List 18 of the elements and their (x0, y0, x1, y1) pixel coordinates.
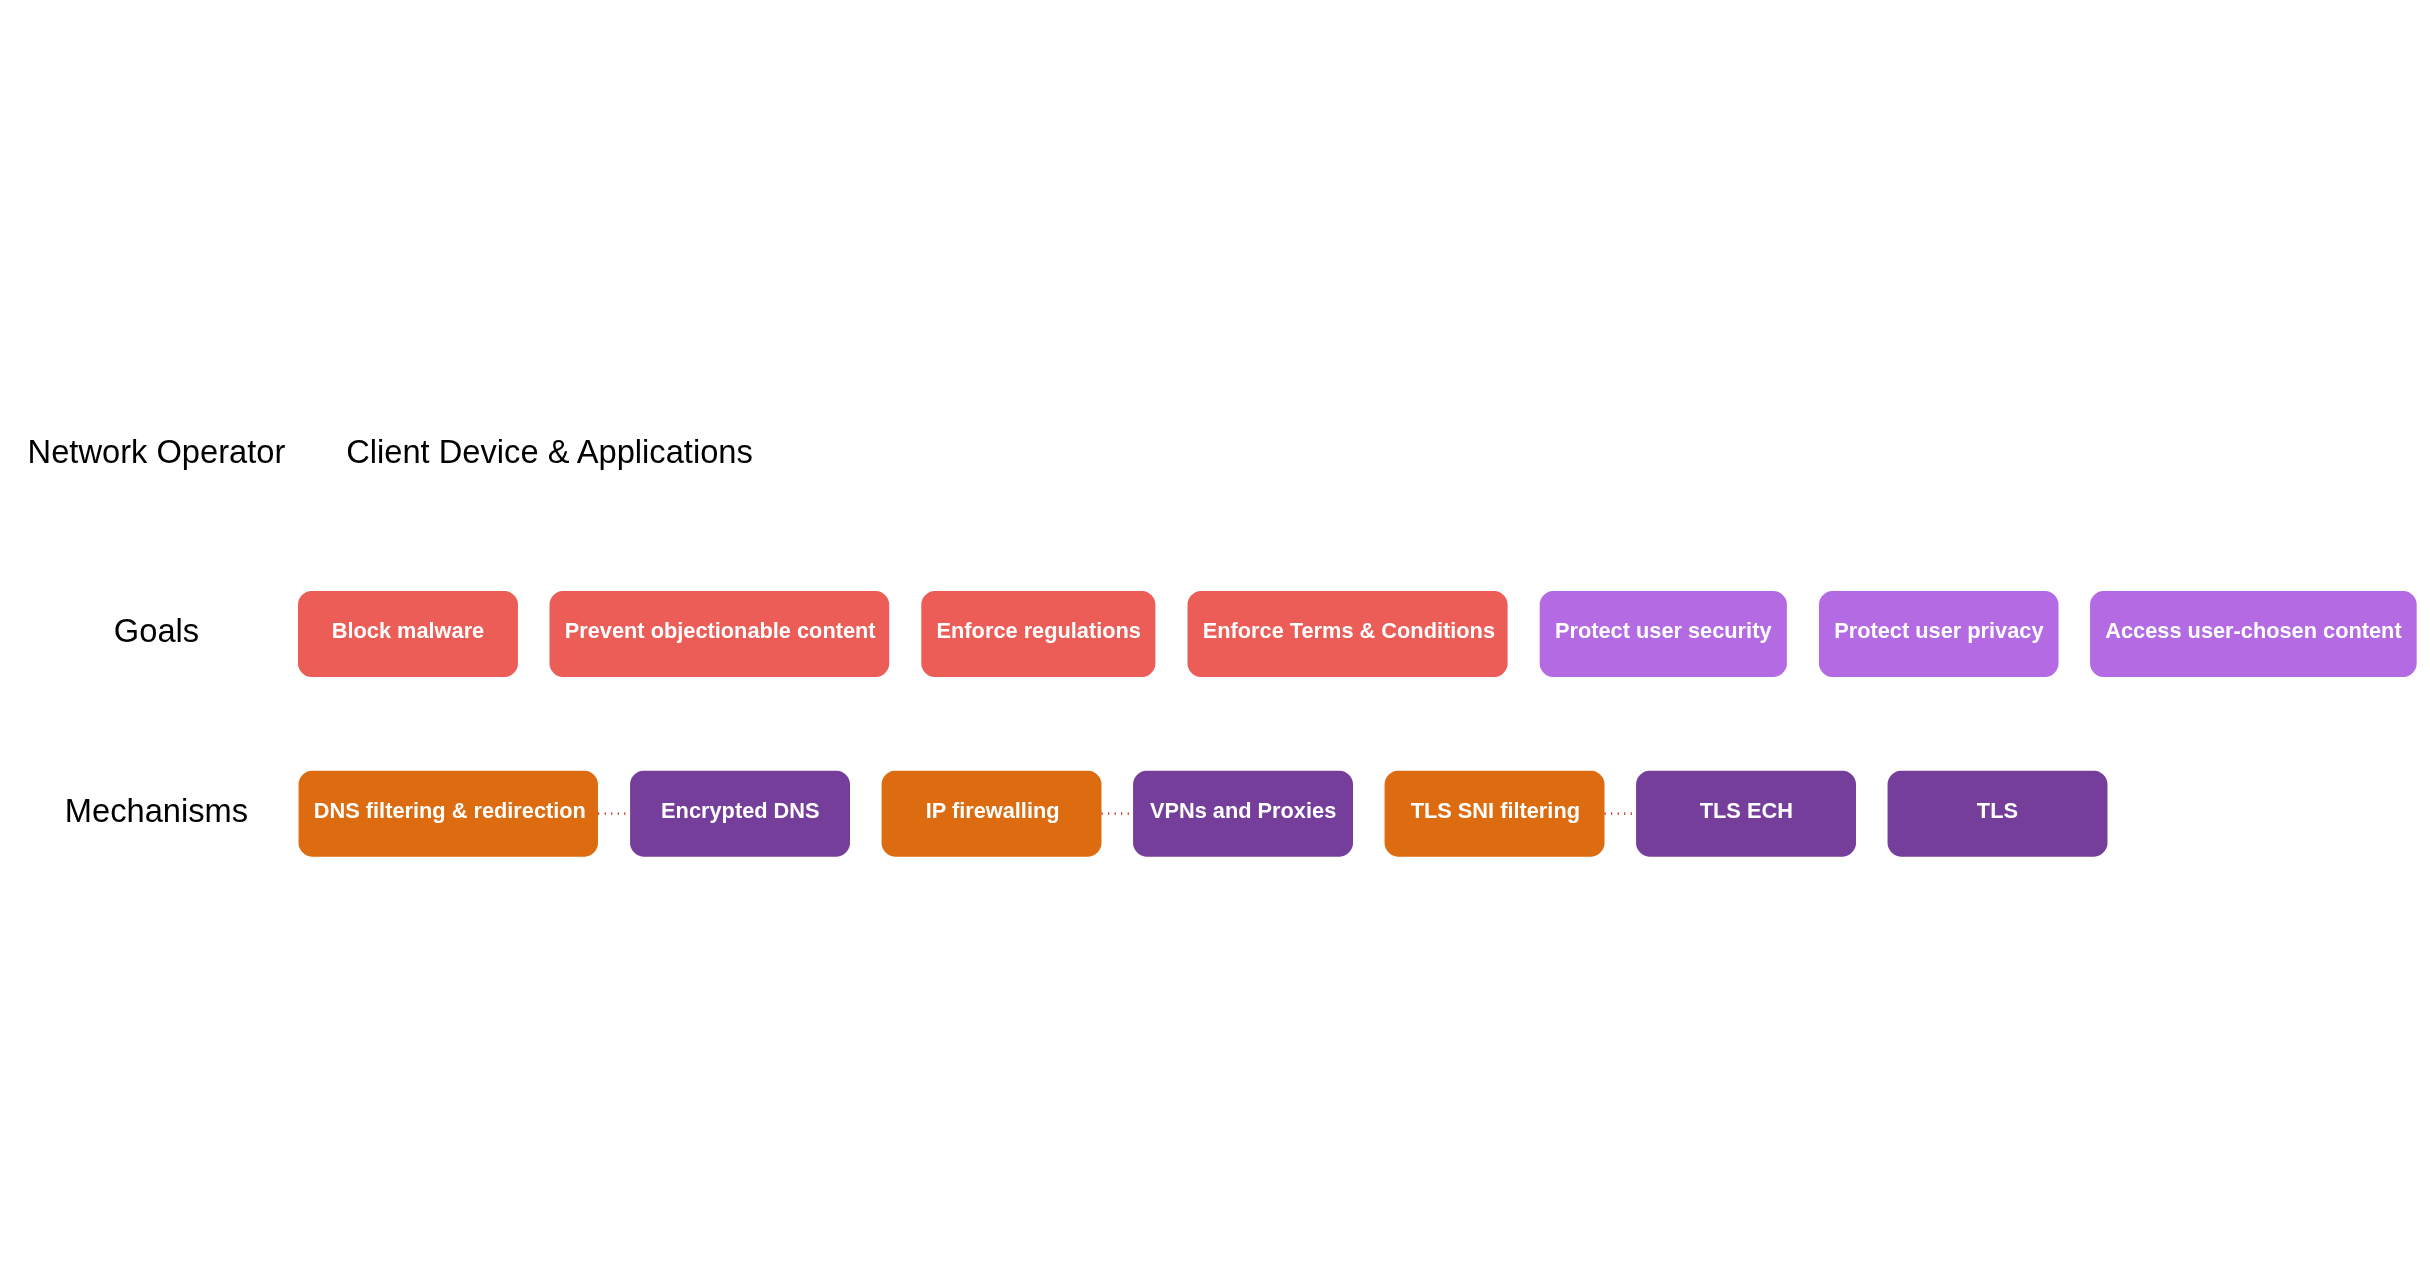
node-box: TLS SNI filtering (1384, 770, 1605, 857)
node-box: VPNs and Proxies (1133, 770, 1353, 857)
label: Goals (113, 611, 200, 649)
node-box: IP firewalling (881, 770, 1102, 857)
node-box: Block malware (298, 590, 518, 677)
node-box: Prevent objectionable content (549, 590, 890, 677)
node-box: DNS filtering & redirection (298, 770, 598, 857)
node-box: TLS ECH (1636, 770, 1856, 857)
label: Mechanisms (64, 791, 249, 829)
node-box: Protect user privacy (1818, 590, 2059, 677)
label: Network Operator (27, 432, 286, 470)
label: Client Device & Applications (346, 432, 753, 470)
node-box: Enforce Terms & Conditions (1187, 590, 1508, 677)
node-box: Protect user security (1539, 590, 1787, 677)
node-box: Access user-chosen content (2090, 590, 2417, 677)
node-box: Enforce regulations (921, 590, 1156, 677)
node-box: TLS (1887, 770, 2108, 857)
node-box: Encrypted DNS (630, 770, 850, 857)
